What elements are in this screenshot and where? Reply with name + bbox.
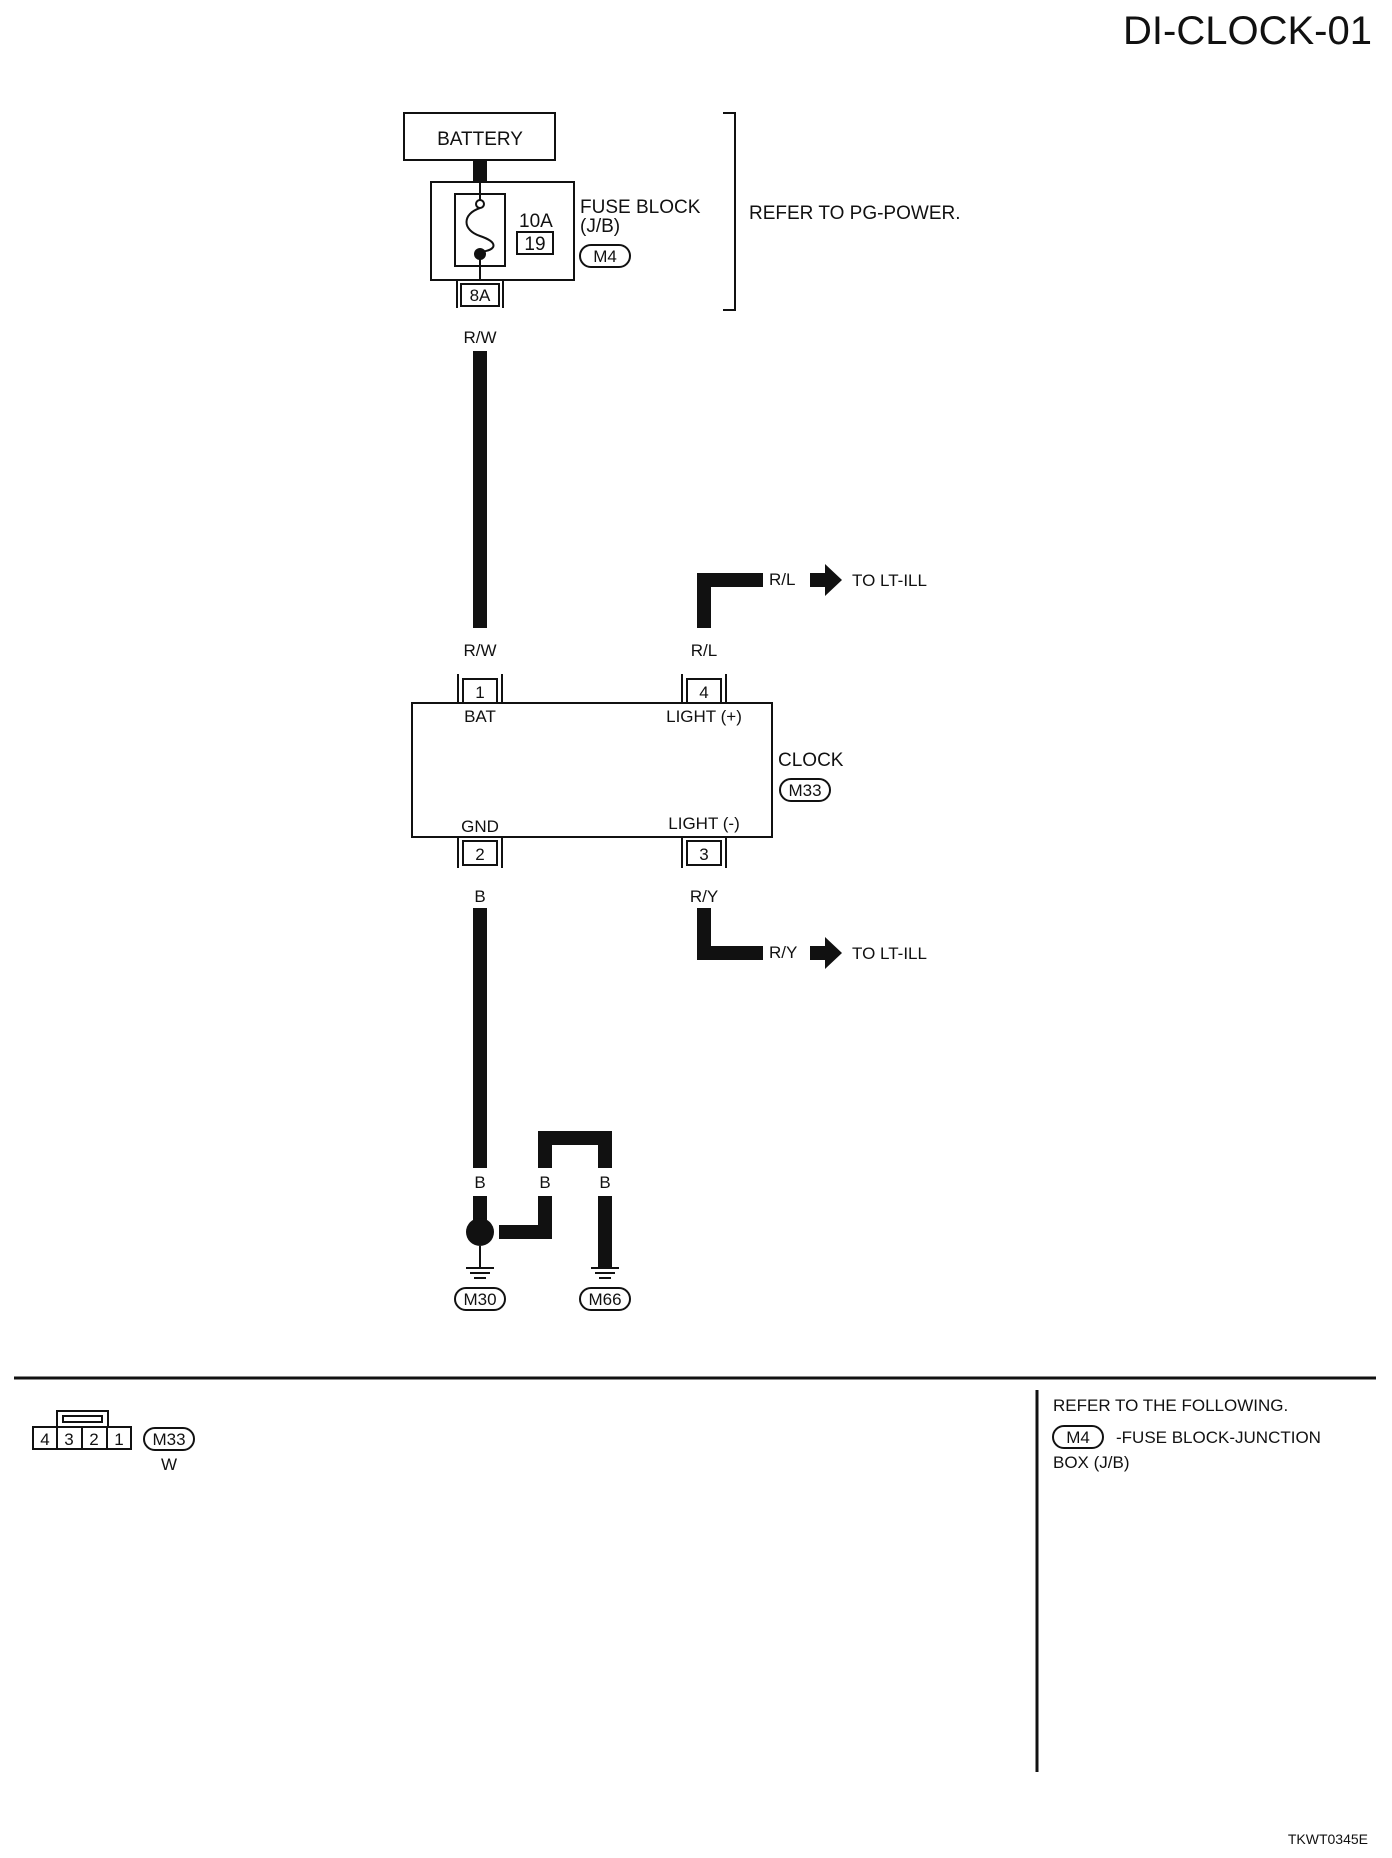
connector-view-color: W bbox=[161, 1455, 177, 1474]
arrow-right-icon bbox=[810, 937, 842, 969]
wire-label-ry: R/Y bbox=[690, 887, 718, 906]
wire-label-rw-top: R/W bbox=[463, 328, 496, 347]
wire-b-bridge bbox=[538, 1131, 612, 1168]
arrow-right-icon bbox=[810, 564, 842, 596]
connector-pin: 1 bbox=[114, 1430, 123, 1449]
power-bracket bbox=[723, 112, 736, 311]
fuse-terminal-box bbox=[460, 283, 500, 307]
wire-b-branch-left bbox=[499, 1196, 552, 1239]
fuse-number: 19 bbox=[524, 234, 545, 255]
dest-light-plus: TO LT-ILL bbox=[852, 571, 927, 590]
ground-m66-badge bbox=[579, 1287, 631, 1311]
wire-label-b-left: B bbox=[539, 1173, 550, 1192]
connector-pin: 4 bbox=[40, 1430, 49, 1449]
wire-label-rl-out: R/L bbox=[769, 570, 795, 589]
fuse-icon bbox=[465, 207, 495, 253]
wire-label-ry-out: R/Y bbox=[769, 943, 797, 962]
pin-number-1: 1 bbox=[475, 683, 484, 702]
fuse-terminal-top bbox=[475, 199, 485, 209]
clock-unit bbox=[411, 702, 773, 838]
connector-view-id: M33 bbox=[152, 1430, 185, 1449]
ground-m30-label: M30 bbox=[463, 1290, 496, 1309]
dest-light-minus: TO LT-ILL bbox=[852, 944, 927, 963]
ground-m30-badge bbox=[454, 1287, 506, 1311]
wire-label-rl: R/L bbox=[691, 641, 717, 660]
pin-number-4: 4 bbox=[699, 683, 708, 702]
ground-m30-icon bbox=[466, 1246, 494, 1279]
clock-connector-badge bbox=[779, 778, 831, 802]
clock-connector: M33 bbox=[788, 781, 821, 800]
fuse-number-box bbox=[516, 231, 554, 255]
wire-label-b: B bbox=[474, 887, 485, 906]
clock-pin-2: 2 bbox=[457, 837, 503, 868]
figure-code: TKWT0345E bbox=[1288, 1831, 1368, 1847]
battery-label: BATTERY bbox=[437, 129, 523, 150]
clock-label: CLOCK bbox=[778, 750, 844, 771]
pin-number-3: 3 bbox=[699, 845, 708, 864]
pin-label-gnd: GND bbox=[461, 817, 499, 836]
clock-pin-1: 1 bbox=[457, 674, 503, 704]
connector-view-badge bbox=[143, 1427, 195, 1451]
battery-box bbox=[403, 112, 556, 161]
fuse-rating: 10A bbox=[519, 211, 553, 232]
ground-m66-icon bbox=[591, 1267, 619, 1279]
connector-pin: 2 bbox=[89, 1430, 98, 1449]
refer-desc-line1: -FUSE BLOCK-JUNCTION bbox=[1116, 1428, 1321, 1447]
fuse-block-sub: (J/B) bbox=[580, 216, 620, 237]
refer-heading: REFER TO THE FOLLOWING. bbox=[1053, 1396, 1288, 1415]
refer-desc-line2: BOX (J/B) bbox=[1053, 1453, 1130, 1472]
connector-pin: 3 bbox=[64, 1430, 73, 1449]
refer-connector: M4 bbox=[1066, 1428, 1090, 1447]
pin-label-light-plus: LIGHT (+) bbox=[666, 707, 742, 726]
fuse-connector-badge bbox=[579, 244, 631, 268]
wire-rl bbox=[697, 573, 763, 628]
pin-number-2: 2 bbox=[475, 845, 484, 864]
wire-ry bbox=[697, 908, 763, 960]
ground-m66-label: M66 bbox=[588, 1290, 621, 1309]
clock-pin-4: 4 bbox=[681, 674, 727, 704]
clock-pin-3: 3 bbox=[681, 837, 727, 868]
refer-pg-power: REFER TO PG-POWER. bbox=[749, 203, 961, 224]
pin-label-light-minus: LIGHT (-) bbox=[668, 814, 739, 833]
refer-connector-badge bbox=[1052, 1425, 1104, 1449]
wire-label-b-right: B bbox=[599, 1173, 610, 1192]
fuse-terminal-label: 8A bbox=[470, 286, 491, 305]
fuse-block-label: FUSE BLOCK bbox=[580, 197, 701, 218]
wire-label-b-main: B bbox=[474, 1173, 485, 1192]
wire-label-rw-bottom: R/W bbox=[463, 641, 496, 660]
fuse-connector: M4 bbox=[593, 247, 617, 266]
diagram-title: DI-CLOCK-01 bbox=[1123, 9, 1372, 53]
splice-point bbox=[466, 1218, 494, 1246]
pin-label-bat: BAT bbox=[464, 707, 496, 726]
connector-face-view bbox=[32, 1410, 132, 1450]
